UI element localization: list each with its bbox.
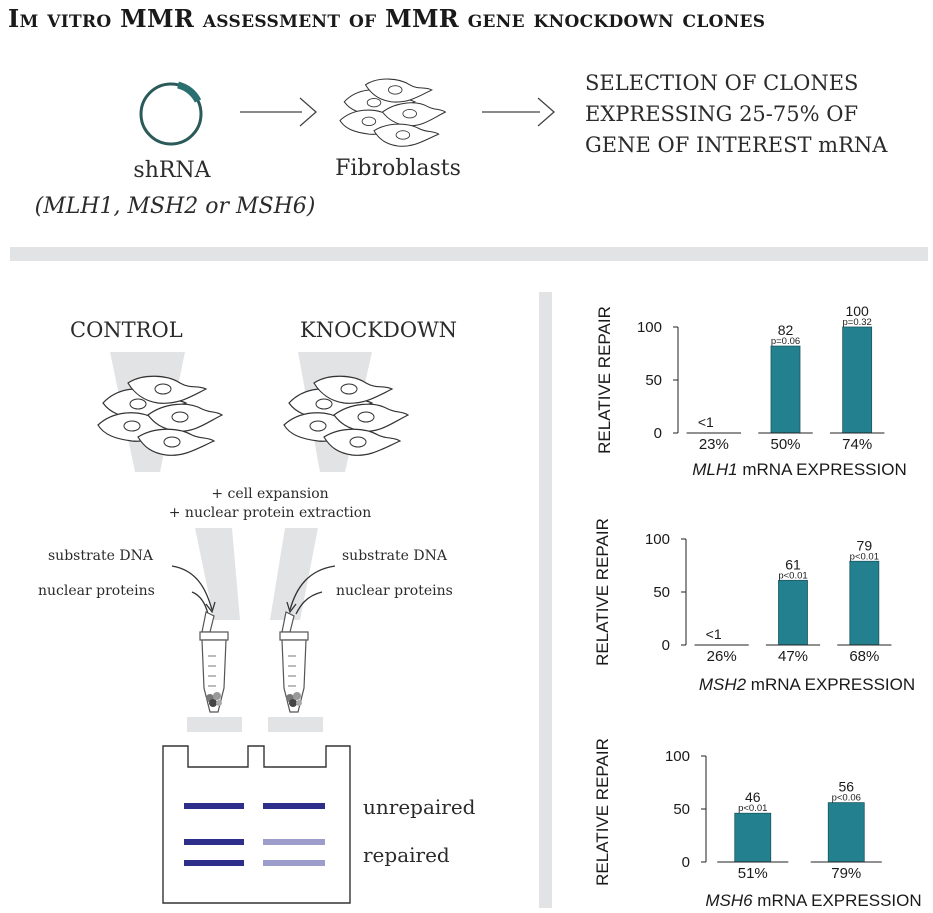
knockdown-well <box>268 717 323 732</box>
chart-1-category-label: 50% <box>770 436 800 453</box>
chart-1-value-label: 100 <box>845 303 869 319</box>
chart-1-x-axis-rest: mRNA EXPRESSION <box>738 460 907 479</box>
shrna-label: shRNA <box>133 158 211 183</box>
proteins-label-right: nuclear proteins <box>336 583 453 599</box>
chart-2-y-axis-label: RELATIVE REPAIR <box>593 518 612 666</box>
chart-1-category-label: 23% <box>699 436 729 453</box>
chart-2-value-label: <1 <box>706 626 722 642</box>
chart-2-value-label: 79 <box>857 537 873 553</box>
chart-2-bar <box>778 579 808 646</box>
shrna-genes-label: (MLH1, MSH2 or MSH6) <box>34 194 316 219</box>
chart-3-bar <box>734 812 772 863</box>
step-line: + nuclear protein extraction <box>168 505 372 521</box>
arrow-icon <box>482 97 555 127</box>
arrow-icon <box>240 97 317 127</box>
chart-2-category-label: 47% <box>778 648 808 665</box>
chart-2-p-label: p<0.01 <box>850 551 879 562</box>
chart-1-value-label: 82 <box>778 322 794 338</box>
band-knockdown-unrepaired <box>263 803 325 809</box>
chart-1-p-label: p=0.32 <box>843 317 872 328</box>
chart-2-bar <box>849 560 880 646</box>
substrate-arrow-icon <box>171 565 213 611</box>
selection-line: EXPRESSING 25-75% OF <box>585 102 859 126</box>
chart-1-y-tick-label: 100 <box>637 319 662 336</box>
chart-3-y-axis-label: RELATIVE REPAIR <box>593 738 612 886</box>
chart-2-p-label: p<0.01 <box>778 570 807 581</box>
fibroblasts-label: Fibroblasts <box>335 156 461 181</box>
chart-3-x-axis-rest: mRNA EXPRESSION <box>753 891 922 910</box>
chart-3-p-label: p<0.01 <box>738 803 767 814</box>
control-well <box>187 717 242 732</box>
protein-arrow-icon <box>295 591 323 615</box>
chart-3-y-tick-label: 50 <box>673 801 690 818</box>
chart-1-bar <box>842 326 873 434</box>
chart-3-bar <box>827 802 865 863</box>
chart-1-x-axis-label: MLH1 mRNA EXPRESSION <box>692 460 906 479</box>
chart-2-x-axis-gene: MSH2 <box>699 675 747 694</box>
control-channel <box>195 528 240 620</box>
chart-3-x-axis-gene: MSH6 <box>705 891 753 910</box>
repaired-label: repaired <box>363 843 450 867</box>
chart-3-category-label: 51% <box>738 865 768 882</box>
selection-line: GENE OF INTEREST mRNA <box>585 133 888 157</box>
vertical-divider <box>539 292 552 908</box>
chart-1-x-axis-gene: MLH1 <box>692 460 737 479</box>
chart-1-p-label: p=0.06 <box>771 336 800 347</box>
chart-1-category-label: 74% <box>842 436 872 453</box>
band-control-unrepaired <box>184 803 244 809</box>
chart-2-y-tick-label: 50 <box>653 584 670 601</box>
chart-1-y-axis-label: RELATIVE REPAIR <box>595 306 614 454</box>
chart-3-value-label: 56 <box>838 779 854 795</box>
chart-3-p-label: p<0.06 <box>832 793 861 804</box>
protein-arrow-icon <box>191 591 209 615</box>
substrate-arrow-icon <box>289 565 336 611</box>
knockdown-label: KNOCKDOWN <box>300 318 458 342</box>
chart-2-x-axis-rest: mRNA EXPRESSION <box>746 675 915 694</box>
chart-2-y-tick-label: 100 <box>645 531 670 548</box>
page-title: Im vitro MMR assessment of MMR gene knoc… <box>8 4 766 33</box>
selection-line: SELECTION OF CLONES <box>585 71 859 95</box>
knockdown-channel <box>270 528 318 620</box>
chart-3-value-label: 46 <box>745 789 761 805</box>
chart-1-value-label: <1 <box>698 414 714 430</box>
section-divider <box>10 247 928 261</box>
band-knockdown-repaired-2 <box>263 860 325 866</box>
chart-2-y-tick-label: 0 <box>662 637 670 654</box>
selection-text: SELECTION OF CLONES EXPRESSING 25-75% OF… <box>585 68 887 161</box>
step-text: + cell expansion + nuclear protein extra… <box>140 485 400 523</box>
chart-3-category-label: 79% <box>831 865 861 882</box>
band-control-repaired-2 <box>184 860 244 866</box>
chart-2-value-label: 61 <box>785 556 801 572</box>
chart-3-y-tick-label: 100 <box>665 748 690 765</box>
chart-3-y-tick-label: 0 <box>682 854 690 871</box>
band-control-repaired-1 <box>184 839 244 845</box>
chart-1-y-tick-label: 0 <box>654 425 662 442</box>
chart-2-x-axis-label: MSH2 mRNA EXPRESSION <box>699 675 915 694</box>
chart-3-x-axis-label: MSH6 mRNA EXPRESSION <box>705 891 921 910</box>
unrepaired-label: unrepaired <box>363 795 476 819</box>
control-label: CONTROL <box>70 318 183 342</box>
proteins-label-left: nuclear proteins <box>38 583 155 599</box>
step-line: + cell expansion <box>211 486 329 502</box>
plasmid-icon <box>139 81 203 146</box>
chart-1-bar <box>770 345 801 434</box>
substrate-label-left: substrate DNA <box>48 548 153 564</box>
chart-2-category-label: 68% <box>849 648 879 665</box>
band-knockdown-repaired-1 <box>263 839 325 845</box>
chart-2-category-label: 26% <box>707 648 737 665</box>
substrate-label-right: substrate DNA <box>342 548 447 564</box>
chart-1-y-tick-label: 50 <box>645 372 662 389</box>
